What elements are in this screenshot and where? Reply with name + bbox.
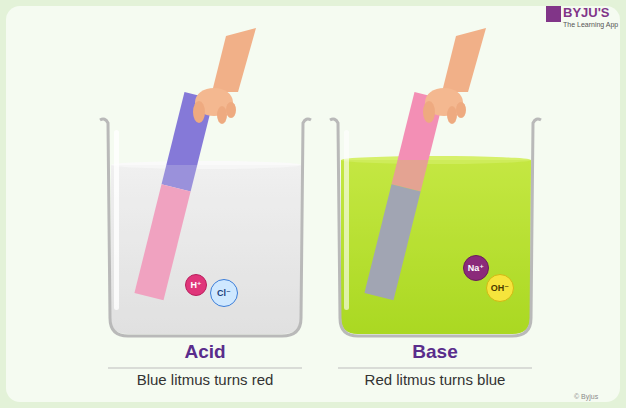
- acid-beaker-label-group: AcidBlue litmus turns red H⁺ Cl⁻: [100, 115, 310, 400]
- ion-symbol: Na⁺: [468, 263, 484, 273]
- ion-circle: Cl⁻: [210, 279, 238, 307]
- divider: [108, 368, 302, 369]
- acid-beaker: [100, 28, 311, 336]
- beaker-heading: Acid: [100, 341, 310, 363]
- base-beaker: [330, 28, 541, 336]
- beaker-heading: Base: [330, 341, 540, 363]
- panel: [6, 6, 620, 402]
- base-beaker-label-group: BaseRed litmus turns blue Na⁺ OH⁻: [330, 115, 540, 400]
- ion-symbol: OH⁻: [491, 283, 509, 293]
- watermark: © Byjus: [574, 393, 598, 400]
- logo-text: BYJU'S: [563, 5, 609, 20]
- logo-box: [546, 6, 561, 22]
- hand: [193, 28, 256, 124]
- hand: [423, 28, 486, 124]
- beaker-caption: Red litmus turns blue: [330, 371, 540, 388]
- logo-tagline: The Learning App: [563, 21, 618, 28]
- ion-symbol: Cl⁻: [217, 288, 231, 298]
- ion-circle: H⁺: [185, 274, 207, 296]
- beaker-caption: Blue litmus turns red: [100, 371, 310, 388]
- divider: [338, 368, 532, 369]
- ion-symbol: H⁺: [190, 280, 201, 290]
- ion-circle: OH⁻: [486, 274, 514, 302]
- ion-circle: Na⁺: [463, 255, 489, 281]
